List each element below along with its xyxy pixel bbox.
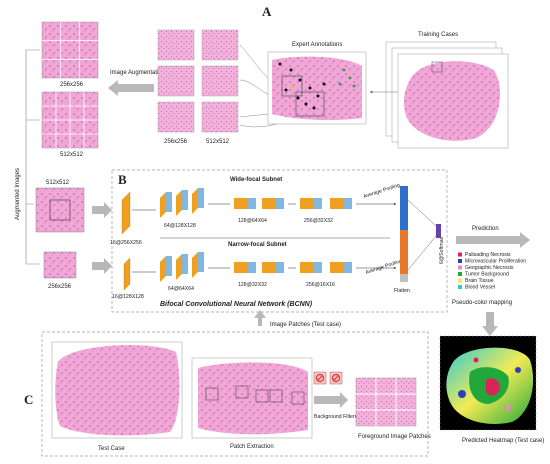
pseudo-color-arrow	[482, 312, 498, 336]
softmax-label: 6@Softmax	[439, 236, 445, 264]
test-dashed-box	[41, 331, 429, 457]
input-arrow-512	[92, 202, 112, 218]
foreground-patches-label: Foreground Image Patches	[358, 434, 431, 440]
average-pooling-1: Average Pooling	[363, 182, 401, 199]
flatten-label: Flatten	[394, 288, 410, 294]
bcnn-dashed-box	[111, 169, 448, 313]
narrow-branch	[123, 252, 396, 291]
wide-layer-3: 128@64X64	[238, 218, 267, 224]
pseudo-color-label: Pseudo-color mapping	[452, 300, 512, 306]
bcnn-title: Bifocal Convolutional Neural Network (BC…	[160, 301, 313, 308]
patches-up-arrow	[254, 310, 266, 326]
filter-icons	[313, 371, 343, 385]
test-case-label: Test Case	[98, 446, 125, 452]
prediction-arrow	[456, 232, 530, 248]
augmentation-arrow	[108, 80, 154, 96]
augmented-bracket	[25, 49, 40, 265]
grid-512-label: 512x512	[60, 152, 84, 158]
legend-label-4: Brain Tissue	[465, 278, 494, 284]
softmax-block	[436, 224, 441, 238]
legend-label-2: Geographic Necrosis	[465, 265, 514, 271]
test-case-slide	[51, 341, 183, 439]
wide-layer-4: 256@32X32	[304, 218, 333, 224]
augmented-grid-256	[41, 21, 99, 79]
foreground-patches-grid	[355, 377, 417, 427]
expert-annotations-slide	[267, 51, 367, 125]
patch-extraction-slide	[191, 357, 313, 439]
legend-swatch-0	[458, 252, 462, 257]
narrow-layer-4: 256@16X16	[306, 282, 335, 288]
panel-letter-c: C	[24, 392, 33, 407]
panel-letter-b: B	[118, 172, 127, 187]
narrow-layer-3: 128@32X32	[238, 282, 267, 288]
patch-extraction-label: Patch Extraction	[230, 444, 274, 450]
legend-label-3: Tumor Background	[465, 272, 509, 278]
narrow-subnet-title: Narrow-focal Subnet	[228, 242, 287, 248]
wide-layer-2: 64@128X128	[164, 223, 196, 229]
average-pooling-2: Average Pooling	[365, 258, 403, 275]
expert-annotations-label: Expert Annotations	[292, 42, 342, 48]
wide-branch	[121, 188, 396, 235]
training-cases-label: Training Cases	[418, 32, 458, 38]
augmented-grid-512	[41, 91, 99, 149]
flatten-to-softmax	[407, 199, 437, 271]
image-augmentation-label: Image Augmentation	[110, 70, 165, 76]
legend-label-5: Blood Vessel	[465, 285, 495, 291]
predicted-heatmap	[439, 335, 537, 431]
prediction-label: Prediction	[472, 226, 499, 232]
legend-swatch-5	[458, 285, 462, 289]
predicted-heatmap-label: Predicted Heatmap (Test case)	[462, 438, 544, 444]
legend-label-1: Microvascular Proliferation	[465, 259, 526, 265]
input-patch-256	[43, 251, 77, 279]
image-patches-label: Image Patches (Test case)	[270, 322, 341, 328]
narrow-layer-2: 64@64X64	[168, 286, 194, 292]
panel-letter-a: A	[262, 4, 272, 19]
background-filtering-label-line1: Background Filtering	[314, 414, 362, 420]
legend-swatch-1	[458, 259, 462, 263]
patch-256-label: 256x256	[164, 139, 188, 145]
input-arrow-256	[92, 258, 112, 274]
narrow-layer-1: 16@128X128	[112, 294, 144, 300]
legend-swatch-3	[458, 272, 462, 276]
flatten-bar	[400, 186, 408, 282]
grid-256-label: 256x256	[60, 82, 84, 88]
training-cases-stack	[385, 41, 509, 149]
legend-swatch-2	[458, 265, 462, 270]
wide-layer-1: 16@256X256	[110, 240, 142, 246]
patch-column-256	[157, 29, 195, 133]
legend-swatch-4	[458, 278, 462, 283]
input-512-label: 512x512	[46, 180, 70, 186]
augmented-images-label: Augmented Images	[15, 168, 21, 220]
input-256-label: 256x256	[48, 284, 72, 290]
background-filter-arrow	[314, 392, 348, 408]
patch-column-512	[201, 29, 239, 133]
wide-subnet-title: Wide-focal Subnet	[230, 177, 282, 183]
patch-512-label: 512x512	[206, 139, 230, 145]
input-patch-512	[35, 187, 85, 233]
legend-label-0: Palisading Necrosis	[465, 252, 511, 258]
